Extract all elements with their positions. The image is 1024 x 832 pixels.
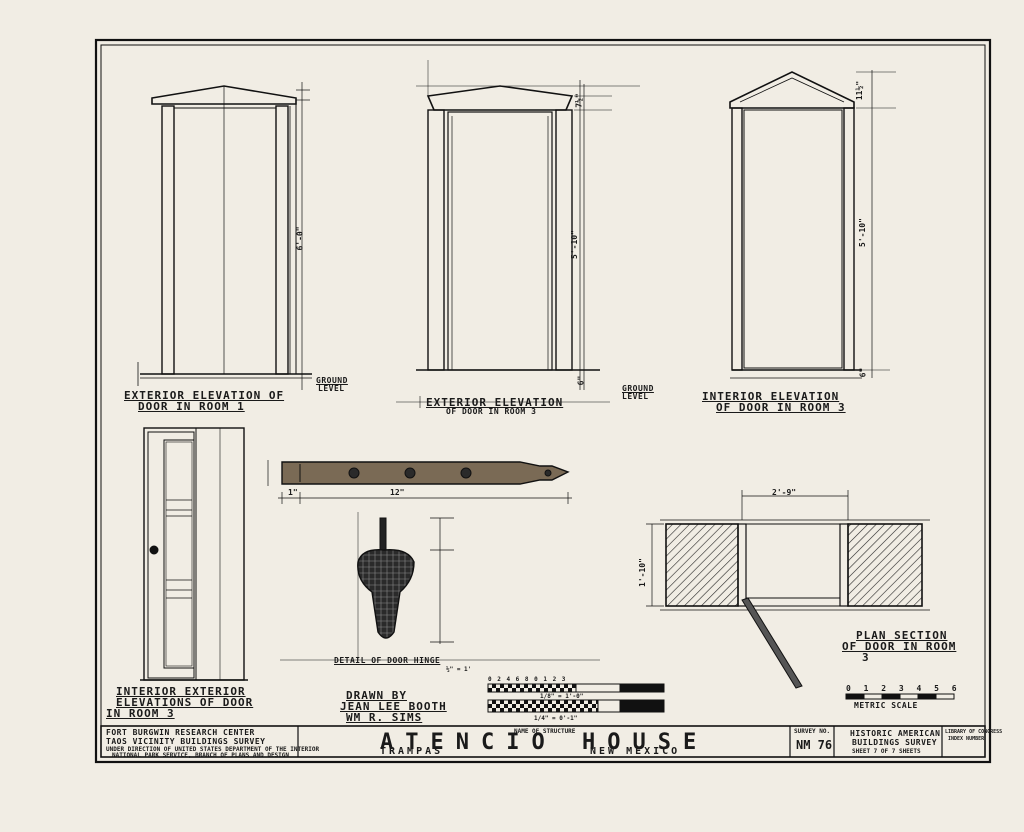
door-hinge-strap [267,460,572,504]
metric-scale-label: METRIC SCALE [854,701,918,710]
door-elevations-title-line2: ELEVATIONS OF DOOR [116,696,254,709]
survey-number-caption: SURVEY NO. [794,728,831,735]
drawn-by-name-2: Wm R. SIMS [346,711,423,724]
drawn-by-name-1: JEAN LEE BOOTH [340,700,447,713]
sheet-number: SHEET 7 OF 7 SHEETS [852,748,921,755]
door-room3-ext-height-dim: 5'-10" [569,230,579,259]
plan-section-title-line2: OF DOOR IN ROOM [842,640,957,653]
hinge-detail-scale: ½" = 1' [446,666,472,673]
hinge-end-dim: 1" [288,488,298,497]
scale-1-label: 1/8" = 1'-0" [540,693,584,700]
survey-number: NM 76 [796,738,833,752]
ground-level-label-1b: LEVEL [318,384,345,393]
door-room3-ext-top-dim: 7½" [574,93,584,108]
door-room1-title-line2: DOOR IN ROOM 1 [138,400,245,413]
door-room1-exterior-elevation [137,82,312,390]
outer-border [94,38,992,764]
org-line3: UNDER DIRECTION OF UNITED STATES DEPARTM… [106,746,320,753]
door-room3-ext-title-line2: OF DOOR IN ROOM 3 [446,407,537,416]
door-room3-ext-title-line1: EXTERIOR ELEVATION [426,396,564,409]
scale-2-label: 1/4" = 0'-1" [534,715,578,722]
door-knob-icon [149,545,159,555]
structure-name-caption: NAME OF STRUCTURE [514,728,576,735]
library-line2: INDEX NUMBER [948,736,985,742]
hinge-detail-title: DETAIL OF DOOR HINGE [334,656,441,665]
plan-section-title-line3: 3 [862,651,870,664]
plan-section-title-line1: PLAN SECTION [856,629,948,642]
location-town: TRAMPAS [380,746,444,757]
agency-line1: HISTORIC AMERICAN [850,729,941,738]
agency-line2: BUILDINGS SURVEY [852,738,938,747]
org-line4: NATIONAL PARK SERVICE, BRANCH OF PLANS A… [112,752,290,759]
door-room3-int-height-dim: 5'-10" [857,218,867,247]
title-block-frame [100,725,986,758]
door-room3-int-title-line1: INTERIOR ELEVATION [702,390,840,403]
drawn-by-label: DRAWN BY [346,689,407,702]
door-room3-int-base-dim: 6" [858,367,868,378]
graphic-scale-bars [487,683,665,713]
plan-section-room3 [646,490,930,689]
ground-level-label-2: GROUND [622,384,654,393]
metric-scale-bar [845,693,955,700]
door-room3-exterior-elevation [396,60,640,408]
door-room3-side-elevation [140,427,248,681]
org-line2: TAOS VICINITY BUILDINGS SURVEY [106,737,266,746]
door-elevations-title-line1: INTERIOR EXTERIOR [116,685,246,698]
door-room3-interior-elevation [729,70,896,379]
door-hinge-detail [280,512,600,661]
hinge-length-dim: 12" [390,488,405,497]
door-room3-int-top-dim: 11½" [855,80,865,101]
plan-depth-dim: 1'-10" [637,558,647,587]
org-line1: FORT BURGWIN RESEARCH CENTER [106,728,255,737]
door-elevations-title-line3: IN ROOM 3 [106,707,175,720]
door-room3-ext-base-dim: 6" [576,375,586,386]
door-room1-title-line1: EXTERIOR ELEVATION OF [124,389,285,402]
door-room1-height-dim: 6'-0" [295,226,305,251]
door-room3-int-title-line2: OF DOOR IN ROOM 3 [716,401,846,414]
ground-level-label-2b: LEVEL [622,392,649,401]
scale-ticks-label: 0 2 4 6 8 0 1 2 3 [488,676,567,683]
plan-width-dim: 2'-9" [772,488,797,497]
library-line1: LIBRARY OF CONGRESS [945,729,1003,735]
ground-level-label-1: GROUND [316,376,348,385]
location-state: NEW MEXICO [590,746,681,757]
metric-scale-ticks: 0 1 2 3 4 5 6 [846,684,961,693]
structure-name: ATENCIO HOUSE [380,730,709,755]
